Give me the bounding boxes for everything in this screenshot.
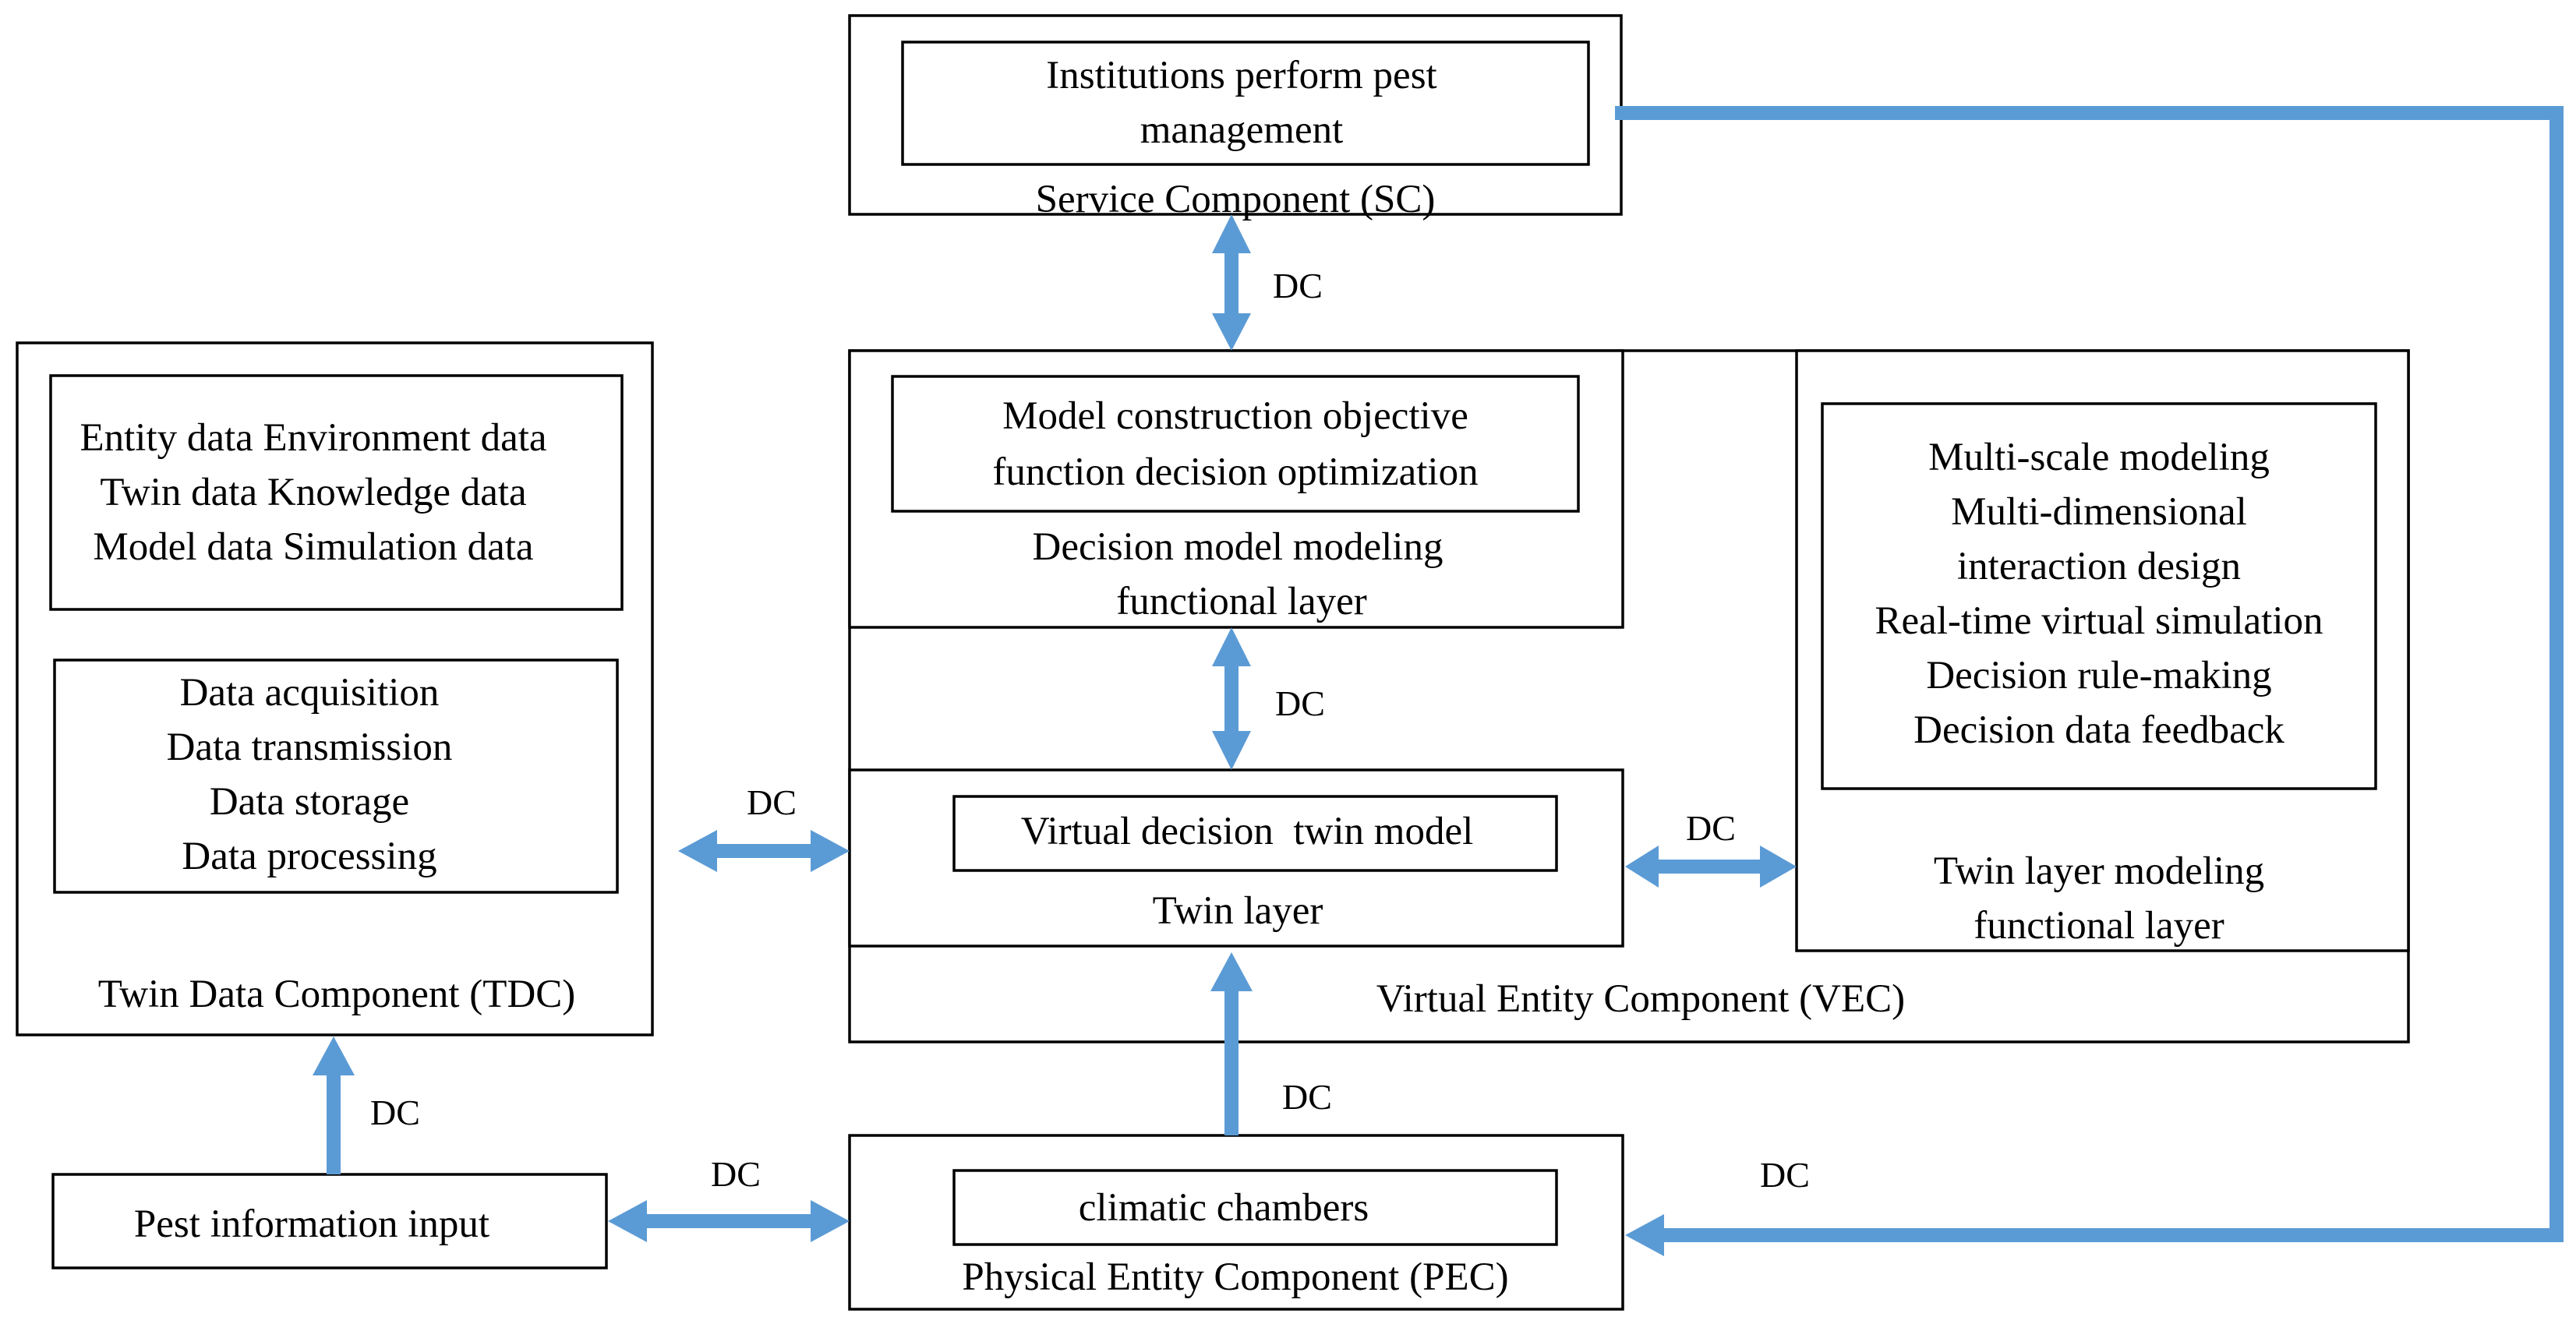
model-construction-line-1: Model construction objective: [1002, 394, 1468, 438]
decision-layer-label-line-1: Decision model modeling: [1033, 525, 1443, 569]
modeling-method-5: Decision rule-making: [1926, 654, 2271, 697]
virtual-entity-component: Model construction objective function de…: [848, 349, 2410, 1043]
virtual-twin-model-box: [952, 795, 1558, 872]
connectors: DC DC DC DC DC: [313, 106, 2564, 1256]
modeling-method-2: Multi-dimensional: [1951, 490, 2247, 534]
modeling-method-6: Decision data feedback: [1913, 708, 2284, 752]
pest-management-box: [901, 41, 1590, 166]
data-processes-box: [53, 658, 619, 894]
physical-entity-component: climatic chambers Physical Entity Compon…: [848, 1134, 1624, 1311]
dc-label-pest-tdc: DC: [370, 1093, 420, 1132]
data-types-line-2: Twin data Knowledge data: [100, 471, 526, 514]
pest-management-line-1: Institutions perform pest: [1046, 54, 1436, 97]
model-construction-box: [891, 375, 1580, 513]
modeling-method-4: Real-time virtual simulation: [1875, 599, 2323, 643]
twin-modeling-label-line-1: Twin layer modeling: [1934, 849, 2264, 893]
virtual-twin-model-text: Virtual decision twin model: [1021, 810, 1474, 853]
data-types-box: [49, 374, 624, 611]
sc-decision-double-arrow: [1212, 214, 1251, 351]
virtual-entity-component-label: Virtual Entity Component (VEC): [1376, 977, 1905, 1021]
data-types-line-1: Entity data Environment data: [80, 416, 546, 460]
modeling-method-1: Multi-scale modeling: [1928, 436, 2270, 479]
data-types-line-3: Model data Simulation data: [93, 525, 533, 569]
service-component-label: Service Component (SC): [1036, 178, 1436, 221]
model-construction-line-2: function decision optimization: [992, 450, 1478, 494]
dc-label-pest-pec: DC: [711, 1154, 761, 1194]
dc-label-sc-pec: DC: [1760, 1155, 1810, 1195]
climatic-chambers-text: climatic chambers: [1079, 1186, 1369, 1230]
dc-label-tdc-twin: DC: [747, 782, 797, 822]
climatic-chambers-box: [952, 1169, 1558, 1246]
dc-label-pec-twin: DC: [1282, 1077, 1332, 1117]
twin-data-component-label: Twin Data Component (TDC): [98, 973, 576, 1016]
pec-twin-arrow: [1210, 952, 1253, 1135]
twin-layer-label: Twin layer: [1153, 889, 1323, 933]
dc-label-sc-decision: DC: [1273, 266, 1323, 305]
physical-entity-component-label: Physical Entity Component (PEC): [962, 1255, 1508, 1299]
decision-layer-label-line-2: functional layer: [1116, 580, 1366, 623]
tdc-twin-double-arrow: [678, 830, 850, 872]
dc-label-twin-modeling: DC: [1686, 808, 1736, 848]
modeling-methods-box: [1821, 402, 2377, 790]
pest-pec-double-arrow: [608, 1200, 850, 1242]
twin-data-component: Entity data Environment data Twin data K…: [16, 341, 654, 1036]
pest-input: Pest information input: [51, 1173, 608, 1269]
pest-tdc-arrow: [313, 1036, 355, 1174]
data-process-2: Data transmission: [167, 726, 453, 769]
data-process-1: Data acquisition: [180, 671, 440, 715]
twin-modeling-double-arrow: [1625, 846, 1797, 888]
service-component: Institutions perform pest management Ser…: [848, 14, 1623, 221]
data-process-3: Data storage: [210, 780, 409, 824]
sc-pec-feedback-arrow: [1615, 106, 2564, 1256]
decision-twin-double-arrow: [1212, 627, 1251, 770]
pest-input-box: [51, 1173, 608, 1269]
pest-management-line-2: management: [1140, 108, 1344, 152]
pest-input-text: Pest information input: [134, 1202, 489, 1246]
dc-label-decision-twin: DC: [1275, 683, 1325, 723]
modeling-method-3: interaction design: [1957, 545, 2241, 588]
twin-modeling-label-line-2: functional layer: [1974, 904, 2224, 948]
data-process-4: Data processing: [182, 835, 436, 878]
